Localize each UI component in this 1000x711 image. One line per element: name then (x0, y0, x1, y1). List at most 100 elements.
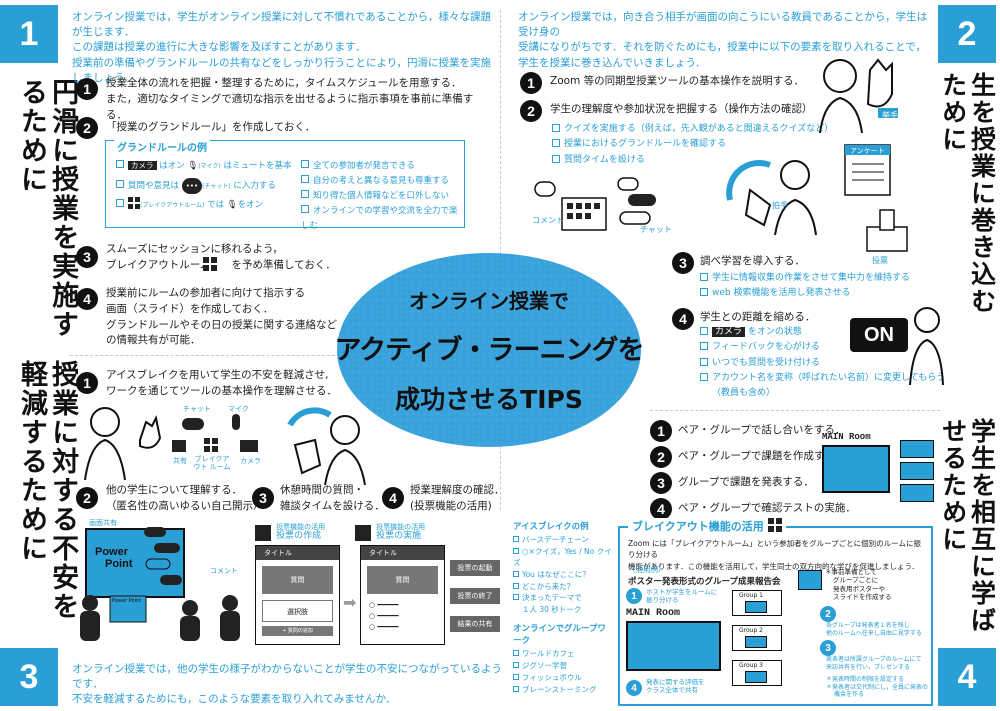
tool-share-icon (172, 440, 186, 452)
s2-step2-checks: クイズを実施する（例えば，先入観があると間違えるクイズなど） 授業におけるグラン… (552, 122, 833, 168)
main-room-box (626, 621, 721, 671)
s1-step4-text: 授業前にルームの参加者に向けて指示する 画面（スライド）を作成しておく． グラン… (106, 287, 337, 347)
s2-step4-badge: 4 (672, 308, 694, 330)
tool-chat-label: チャット (183, 405, 211, 413)
s2-step2-badge: 2 (520, 100, 542, 122)
poll-run-window: タイトル 質問 ○ ━━━━━○ ━━━━━○ ━━━━━ (360, 545, 445, 645)
breakout-title-icon (767, 518, 782, 532)
example-step5: ＊発表時間の制限を設定する ＊発表者は交代制にし，全員に発表の 機会を作る (826, 676, 929, 698)
clap-label: 拍手 (772, 201, 788, 210)
example-label: （活用例） (628, 565, 666, 574)
mic-icon: 🎙 (187, 161, 199, 171)
tool-mic-icon (232, 414, 240, 430)
s2-step4-text: 学生との距離を縮める． (700, 311, 816, 323)
s2-step3-checks: 学生に情報収集の作業をさせて集中力を維持する web 検索機能を活用し発表させる (700, 271, 910, 302)
comment-label: コメント (532, 216, 564, 225)
center-title: オンライン授業で アクティブ・ラーニングを 成功させるTIPS (334, 250, 644, 450)
poll-start: 投票の起動 (450, 560, 500, 576)
vertical-divider-top (500, 10, 501, 310)
horizontal-divider-left (70, 355, 350, 356)
s3-step3-badge: 3 (252, 487, 274, 509)
horizontal-divider-right (650, 410, 940, 411)
poster-icon (798, 570, 822, 590)
rule-right-3: 知り得た個人情報などを口外しない (301, 189, 464, 204)
survey-label: アンケート (850, 147, 885, 155)
s1-step3-badge: 3 (76, 246, 98, 268)
s1-step1-text: 授業全体の流れを把握・整理するために，タイムスケジュールを用意する． また，適切… (106, 77, 474, 121)
s4-room-box-1 (900, 440, 934, 458)
section-4-title: 学生を相互に学ばせるために (938, 418, 997, 634)
comment-label-s3: コメント (210, 567, 238, 575)
groupwork-title: オンラインでグループワーク (513, 624, 606, 646)
s2-step2-text: 学生の理解度や参加状況を把握する（操作方法の確認） (550, 103, 813, 115)
icebreak-list: アイスブレイクの例 バースデーチェーン ○×クイズ，Yes / No クイズ Y… (513, 522, 612, 614)
poll-run-header: 投票機能の活用投票の実施 (355, 522, 425, 542)
s1-step4-badge: 4 (76, 288, 98, 310)
rule-right-4: オンラインでの学習や交流を全力で楽しむ (301, 204, 458, 231)
small-pp-label: Power Point (112, 598, 142, 604)
s1-step3-text: スムーズにセッションに移れるよう， ブレイクアウトルーム を予め準備しておく． (106, 243, 336, 271)
section-3-title: 授業に対する不安を軽減するために (16, 360, 79, 621)
poll-steps: 投票の起動 投票の終了 結果の共有 (450, 560, 500, 632)
tool-chat-icon (182, 418, 204, 430)
vote-label: 投票 (872, 256, 888, 265)
s3-step3-text: 休憩時間の質問・ 雑談タイムを設ける． (280, 484, 385, 512)
section-1-number: 1 (0, 5, 58, 63)
s3-step4-text: 授業理解度の確認． (投票機能の活用) (410, 484, 505, 512)
section-2-title: オンライン授業で学生を授業に巻き込むために (938, 72, 1000, 315)
audience-figures (80, 595, 240, 641)
s1-step1-badge: 1 (76, 78, 98, 100)
comment-bubbles (144, 527, 182, 585)
s3-step1-text: アイスブレイクを用いて学生の不安を軽減させ, ワークを通じてツールの基本操作を理… (106, 369, 337, 397)
s3-step2-text: 他の学生について理解する． （匿名性の高いゆるい自己開示） (106, 484, 264, 512)
clapping-figure (726, 160, 817, 236)
camera-on-icon: ON (850, 318, 908, 352)
s4-main-room-box (822, 445, 890, 493)
s2-step4-checks: カメラ をオンの状態 フィードバックを心がける いつでも質問を受け付ける アカウ… (700, 325, 945, 401)
main-room-label: MAIN Room (626, 608, 681, 619)
section-1-title: 円滑に授業を実施するために (16, 78, 79, 339)
tool-mic-label: マイク (228, 405, 249, 413)
breakout-feature-card: ブレイクアウト機能の活用 Zoom には「ブレイクアウトルーム」という参加者をグ… (618, 518, 933, 706)
tool-breakout-icon (204, 438, 218, 452)
center-title-line2: アクティブ・ラーニングを (334, 335, 644, 366)
chat-comment-icons (534, 177, 656, 231)
poll-create-header: 投票機能の活用投票の作成 (255, 522, 325, 542)
center-title-line3: 成功させるTIPS (395, 385, 583, 414)
tool-breakout-label: ブレイクアウト ルーム (193, 455, 231, 471)
s2-step1-text: Zoom 等の同期型授業ツールの基本操作を説明する． (550, 75, 805, 87)
section-3-outro: オンライン授業では，他の学生の様子がわからないことが学生の不安につながっているよ… (72, 663, 502, 706)
icebreak-people (84, 407, 366, 485)
s1-step2-badge: 2 (76, 117, 98, 139)
screen-share-label: 画面共有 (89, 519, 117, 527)
vertical-divider-bottom (500, 420, 501, 510)
center-title-line1: オンライン授業で (409, 289, 569, 313)
tool-camera-label: カメラ (240, 457, 261, 465)
s2-step1-badge: 1 (520, 72, 542, 94)
poll-create-window: タイトル 質問 選択肢 + 質問の追加 (255, 545, 340, 645)
ground-rules-card: グランドルールの例 カメラ はオン 🎙(マイク) はミュートを基本 質問や意見は… (105, 139, 465, 231)
section-3-number: 3 (0, 648, 58, 706)
raise-hand-label: 挙手 (882, 111, 898, 120)
rule-right-1: 全ての参加者が発言できる (301, 159, 464, 174)
breakout-room-icon (203, 257, 217, 271)
poll-arrow-1: ➡ (343, 593, 357, 612)
example-step3: 各グループは発表者１名を残し他のルームへ往来し自由に見学する (826, 622, 922, 637)
group-3-box: Group 3 (732, 660, 782, 686)
camera-person (909, 307, 944, 386)
rule-left-1: カメラ はオン 🎙(マイク) はミュートを基本 (116, 157, 291, 177)
icebreak-title: アイスブレイクの例 (513, 522, 589, 532)
chat-icon: ••• (181, 177, 203, 194)
s3-step4-badge: 4 (382, 487, 404, 509)
ground-rules-title: グランドルールの例 (114, 139, 210, 154)
poll-share: 結果の共有 (450, 616, 500, 632)
example-step6: 発表に関する評価をクラス全体で共有 (646, 678, 705, 695)
tool-camera-icon (240, 440, 258, 452)
group-2-box: Group 2 (732, 625, 782, 651)
rule-right-2: 自分の考えと異なる意見も尊重する (301, 174, 464, 189)
group-1-box: Group 1 (732, 590, 782, 616)
tool-share-label: 共有 (173, 457, 187, 465)
example-title: ポスター発表形式のグループ成果報告会 (628, 577, 781, 587)
groupwork-list: オンラインでグループワーク ワールドカフェ ジグソー学習 フィッシュボウル ブレ… (513, 622, 613, 696)
s2-step3-badge: 3 (672, 252, 694, 274)
